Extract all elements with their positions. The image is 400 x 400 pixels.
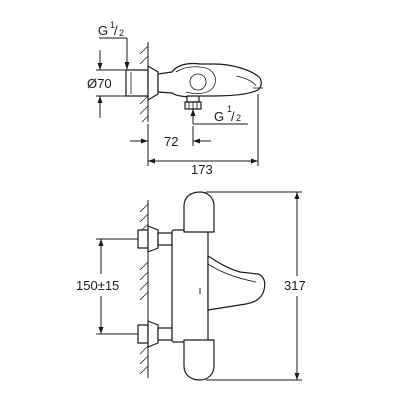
- front-view-spout: [199, 255, 266, 311]
- inlet-thread-prefix: G: [98, 23, 108, 38]
- svg-text:/: /: [231, 109, 235, 124]
- overall-depth-dimension: 173: [148, 94, 259, 177]
- front-view-wall: [139, 200, 149, 378]
- outlet-thread-numerator: 1: [227, 104, 232, 114]
- svg-text:/: /: [114, 23, 118, 38]
- overall-height-dimension: 317: [206, 191, 306, 381]
- outlet-thread-dimension: G 1 / 2: [190, 104, 248, 125]
- overall-height-label: 317: [284, 278, 306, 293]
- overall-depth-label: 173: [191, 162, 213, 177]
- inlet-thread-denominator: 2: [119, 28, 124, 38]
- outlet-thread-denominator: 2: [236, 113, 241, 123]
- inlet-thread-numerator: 1: [110, 20, 115, 30]
- lower-connector: [137, 320, 173, 348]
- side-view-outlet: [184, 95, 202, 110]
- inlet-spacing-dimension: 150±15: [76, 238, 138, 335]
- inlet-thread-dimension: G 1 / 2: [98, 20, 130, 70]
- side-view: G 1 / 2 Ø70 G 1 / 2: [87, 20, 263, 177]
- outlet-depth-dimension: 72: [130, 124, 211, 166]
- side-view-valve-body: [157, 62, 263, 98]
- front-view-valve-body: [171, 191, 215, 381]
- rosette-diameter-dimension: Ø70: [87, 50, 126, 118]
- side-view-connector: [125, 65, 159, 101]
- outlet-depth-label: 72: [164, 134, 178, 149]
- outlet-thread-prefix: G: [214, 109, 224, 124]
- inlet-spacing-label: 150±15: [76, 278, 119, 293]
- front-view: 150±15 317: [76, 191, 306, 381]
- upper-connector: [137, 225, 173, 253]
- rosette-diameter-label: Ø70: [87, 76, 112, 91]
